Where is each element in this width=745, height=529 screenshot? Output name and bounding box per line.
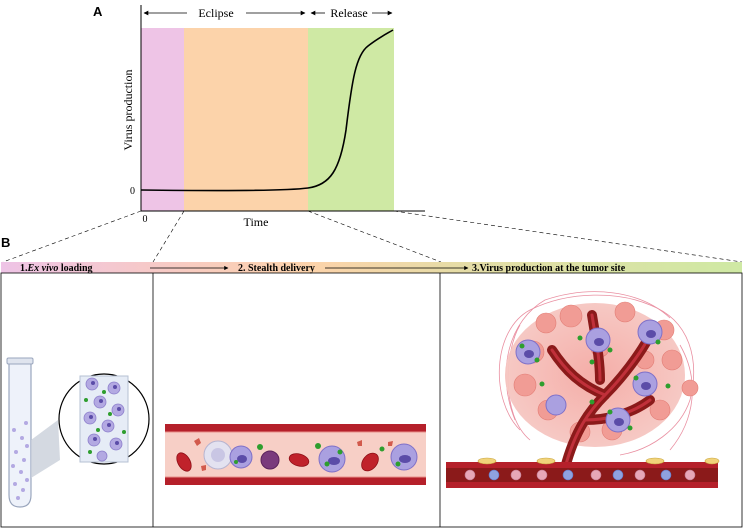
panel-b: B 1.Ex vivo loading 2. Stealth delivery …: [0, 235, 743, 528]
zoom-line-1: [2, 210, 142, 263]
virus-production-curve: [140, 29, 394, 192]
magnifier-inset: [58, 373, 150, 465]
x-zero-tick: 0: [143, 214, 148, 225]
step3-label: 3.Virus production at the tumor site: [472, 263, 626, 274]
zoom-line-2: [152, 210, 185, 263]
phase-eclipse-label: Eclipse: [198, 6, 233, 20]
test-tube-illustration: [6, 357, 60, 508]
x-axis-label: Time: [244, 215, 269, 229]
zoom-line-3: [307, 210, 442, 263]
phase-release-label: Release: [330, 6, 367, 20]
panel-a: A Eclipse Release Virus production Time …: [2, 4, 743, 263]
panel-b-letter: B: [1, 235, 10, 250]
step1-label: 1.Ex vivo loading: [20, 263, 93, 274]
phase-eclipse-band: [184, 28, 308, 211]
phase-release-band: [308, 28, 394, 211]
y-axis-label: Virus production: [121, 70, 135, 151]
step2-label: 2. Stealth delivery: [238, 263, 315, 274]
tumor-illustration: [446, 291, 720, 488]
zoom-line-4: [393, 210, 743, 263]
phase-loading-band: [141, 28, 184, 211]
y-zero-tick: 0: [130, 186, 135, 197]
blood-vessel-illustration: [165, 424, 426, 485]
step-band: [1, 262, 742, 273]
panel-b-frame: [0, 272, 743, 528]
panel-a-letter: A: [93, 4, 103, 19]
